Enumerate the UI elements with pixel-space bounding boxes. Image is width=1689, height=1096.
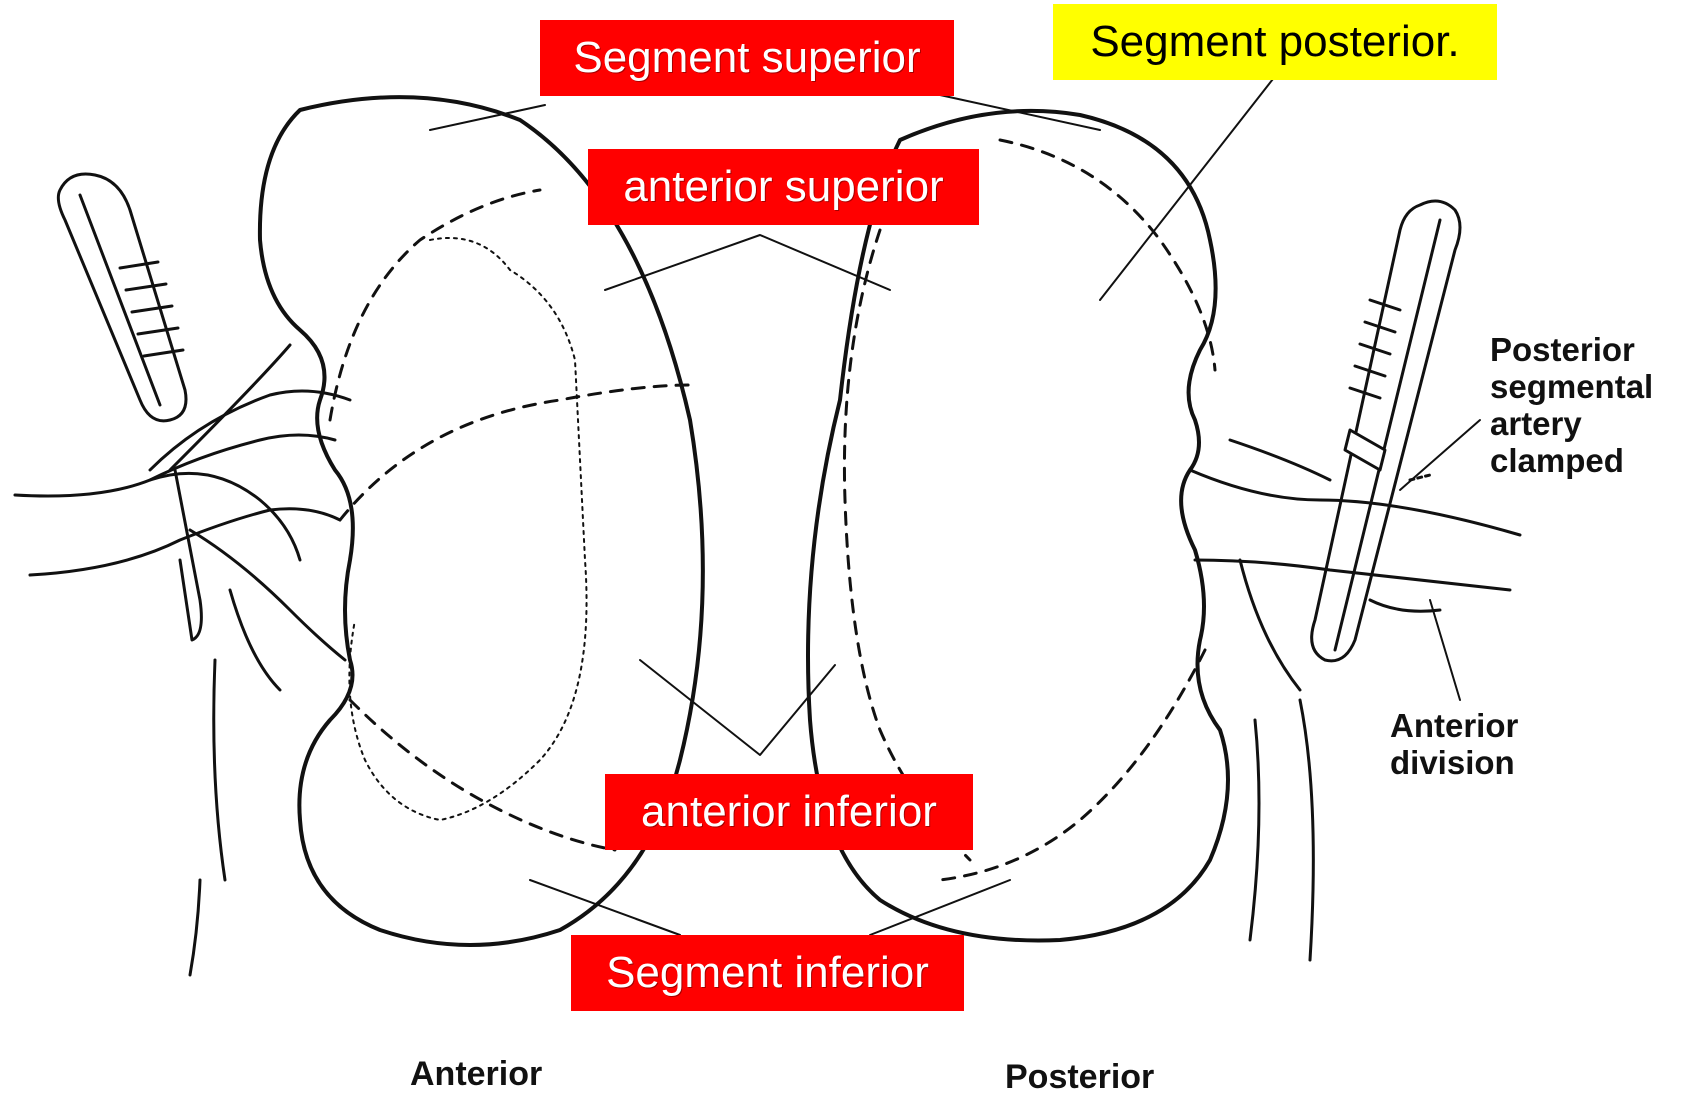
left-renal-vessels [15, 345, 350, 975]
label-segment-posterior: Segment posterior. [1053, 4, 1497, 80]
annotation-line: artery [1490, 406, 1653, 443]
annotation-posterior-segmental-artery: Posterior segmental artery clamped [1490, 332, 1653, 480]
annotation-line: Anterior [1390, 708, 1518, 745]
label-segment-inferior: Segment inferior [571, 935, 964, 1011]
annotation-line: division [1390, 745, 1518, 782]
annotation-line: clamped [1490, 443, 1653, 480]
label-anterior-inferior: anterior inferior [605, 774, 973, 850]
right-vascular-clamp [1312, 201, 1460, 661]
annotation-line: segmental [1490, 369, 1653, 406]
caption-posterior: Posterior [1005, 1058, 1154, 1096]
annotation-line: Posterior [1490, 332, 1653, 369]
label-segment-superior: Segment superior [540, 20, 954, 96]
annotation-anterior-division: Anterior division [1390, 708, 1518, 782]
label-anterior-superior: anterior superior [588, 149, 979, 225]
caption-anterior: Anterior [410, 1055, 542, 1093]
